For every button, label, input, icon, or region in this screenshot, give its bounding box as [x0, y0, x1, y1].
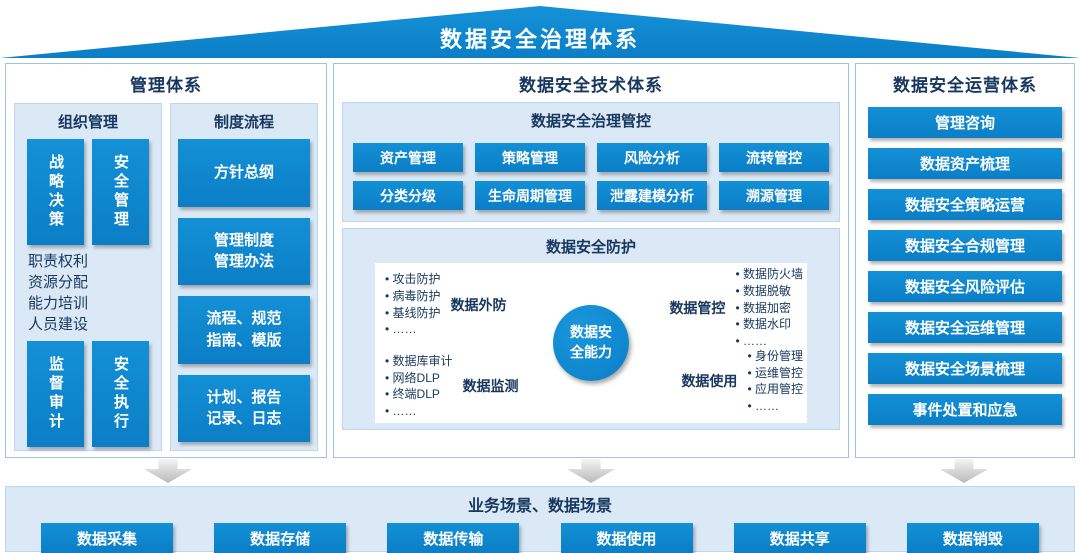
protection-item: 数据水印: [735, 316, 803, 333]
external-defense-label: 数据外防: [450, 296, 507, 313]
process-panel: 制度流程 方针总纲 管理制度 管理办法 流程、规范 指南、模版 计划、报告 记录…: [170, 103, 318, 451]
ops-box-scenario-sorting: 数据安全场景梳理: [868, 353, 1062, 384]
ops-box-incident-response: 事件处置和应急: [868, 394, 1062, 425]
scenario-box-data-usage: 数据使用: [560, 523, 693, 553]
ops-box-policy-operations: 数据安全策略运营: [868, 189, 1062, 220]
protection-title: 数据安全防护: [545, 239, 636, 256]
protection-item: 数据库审计: [385, 353, 453, 370]
technology-column-title: 数据安全技术体系: [519, 76, 663, 95]
process-box-management-rules: 管理制度 管理办法: [178, 217, 310, 285]
data-usage-label: 数据使用: [681, 373, 738, 390]
diagram-title: 数据安全治理体系: [439, 27, 640, 52]
protection-item: 数据防火墙: [735, 266, 803, 283]
scenarios-title: 业务场景、数据场景: [467, 498, 612, 515]
quadrant-data-usage: 数据使用 身份管理 运维管控 应用管控 ……: [681, 348, 803, 415]
governance-control-section: 数据安全治理管控 资产管理 策略管理 风险分析 流转管控 分类分级 生命周期管理…: [342, 102, 840, 222]
protection-section: 数据安全防护 攻击防护 病毒防护 基线防护 …… 数据外防 数据管控 数据防火墙…: [342, 228, 840, 430]
ops-box-risk-assessment: 数据安全风险评估: [868, 271, 1062, 302]
down-arrow-middle: [567, 459, 615, 483]
process-box-specs-templates: 流程、规范 指南、模版: [178, 296, 310, 364]
organization-duties-text: 职责权利 资源分配 能力培训 人员建设: [28, 253, 89, 333]
protection-item: 病毒防护: [385, 288, 441, 305]
ops-box-management-consulting: 管理咨询: [868, 107, 1062, 138]
gov-box-policy-management: 策略管理: [475, 143, 585, 172]
protection-item: 数据加密: [735, 300, 803, 317]
quadrant-data-control: 数据管控 数据防火墙 数据脱敏 数据加密 数据水印 ……: [669, 266, 803, 350]
operations-column: 数据安全运营体系 管理咨询 数据资产梳理 数据安全策略运营 数据安全合规管理 数…: [855, 63, 1075, 458]
scenario-box-data-sharing: 数据共享: [733, 523, 866, 553]
down-arrow-left: [144, 459, 192, 483]
scenario-box-data-transmission: 数据传输: [387, 523, 520, 553]
protection-item: ……: [385, 403, 453, 420]
protection-item: 身份管理: [747, 348, 803, 365]
protection-quadrant-panel: 攻击防护 病毒防护 基线防护 …… 数据外防 数据管控 数据防火墙 数据脱敏 数…: [375, 263, 807, 423]
scenarios-panel: 业务场景、数据场景 数据采集 数据存储 数据传输 数据使用 数据共享 数据销毁: [5, 486, 1075, 553]
gov-box-flow-control: 流转管控: [719, 143, 829, 172]
organization-top-row: 战略决策 安全管理: [22, 139, 154, 245]
gov-box-lifecycle-management: 生命周期管理: [475, 181, 585, 210]
protection-item: ……: [747, 398, 803, 415]
protection-item: 网络DLP: [385, 370, 453, 387]
scenario-box-data-collection: 数据采集: [41, 523, 173, 553]
quadrant-external-defense: 攻击防护 病毒防护 基线防护 …… 数据外防: [385, 271, 507, 338]
external-defense-list: 攻击防护 病毒防护 基线防护 ……: [385, 271, 441, 338]
governance-row-1: 资产管理 策略管理 风险分析 流转管控: [353, 143, 829, 172]
gov-box-risk-analysis: 风险分析: [597, 143, 707, 172]
gov-box-asset-management: 资产管理: [353, 143, 463, 172]
protection-item: 应用管控: [747, 381, 803, 398]
ops-box-compliance-management: 数据安全合规管理: [868, 230, 1062, 261]
org-box-strategy-decision: 战略决策: [27, 139, 84, 245]
organization-panel: 组织管理 战略决策 安全管理 职责权利 资源分配 能力培训 人员建设 监督审计 …: [14, 103, 162, 451]
data-usage-list: 身份管理 运维管控 应用管控 ……: [747, 348, 803, 415]
governance-control-title: 数据安全治理管控: [530, 113, 651, 130]
down-arrow-right: [940, 459, 988, 483]
data-monitoring-label: 数据监测: [462, 378, 519, 395]
protection-item: ……: [735, 333, 803, 350]
operations-list: 管理咨询 数据资产梳理 数据安全策略运营 数据安全合规管理 数据安全风险评估 数…: [856, 96, 1074, 425]
ops-box-data-asset-sorting: 数据资产梳理: [868, 148, 1062, 179]
ops-box-ops-maintenance: 数据安全运维管理: [868, 312, 1062, 343]
quadrant-data-monitoring: 数据库审计 网络DLP 终端DLP …… 数据监测: [385, 353, 519, 420]
data-control-list: 数据防火墙 数据脱敏 数据加密 数据水印 ……: [735, 266, 803, 350]
data-control-label: 数据管控: [669, 299, 726, 316]
operations-column-title: 数据安全运营体系: [893, 76, 1037, 95]
gov-box-traceability: 溯源管理: [719, 181, 829, 210]
data-security-capability-circle: 数据安 全能力: [553, 305, 629, 381]
org-box-security-execution: 安全执行: [92, 341, 149, 447]
governance-row-2: 分类分级 生命周期管理 泄露建模分析 溯源管理: [353, 181, 829, 210]
organization-bottom-row: 监督审计 安全执行: [22, 341, 154, 447]
protection-item: 攻击防护: [385, 271, 441, 288]
technology-column: 数据安全技术体系 数据安全治理管控 资产管理 策略管理 风险分析 流转管控 分类…: [333, 63, 849, 458]
scenarios-row: 数据采集 数据存储 数据传输 数据使用 数据共享 数据销毁: [6, 523, 1074, 553]
process-panel-title: 制度流程: [213, 114, 274, 131]
scenario-box-data-destruction: 数据销毁: [906, 523, 1039, 553]
management-panels: 组织管理 战略决策 安全管理 职责权利 资源分配 能力培训 人员建设 监督审计 …: [14, 103, 318, 451]
protection-item: 运维管控: [747, 365, 803, 382]
protection-item: 终端DLP: [385, 386, 453, 403]
gov-box-classification: 分类分级: [353, 181, 463, 210]
org-box-security-management: 安全管理: [92, 139, 149, 245]
scenario-box-data-storage: 数据存储: [214, 523, 347, 553]
data-monitoring-list: 数据库审计 网络DLP 终端DLP ……: [385, 353, 453, 420]
top-banner: 数据安全治理体系: [0, 6, 1080, 58]
org-box-supervision-audit: 监督审计: [27, 341, 84, 447]
process-box-plans-logs: 计划、报告 记录、日志: [178, 374, 310, 442]
process-box-policy-outline: 方针总纲: [178, 139, 310, 207]
protection-item: 数据脱敏: [735, 283, 803, 300]
protection-item: 基线防护: [385, 305, 441, 322]
management-column: 管理体系 组织管理 战略决策 安全管理 职责权利 资源分配 能力培训 人员建设 …: [5, 63, 327, 458]
organization-panel-title: 组织管理: [57, 114, 118, 131]
management-column-title: 管理体系: [130, 76, 202, 95]
gov-box-leak-modeling: 泄露建模分析: [597, 181, 707, 210]
protection-item: ……: [385, 321, 441, 338]
